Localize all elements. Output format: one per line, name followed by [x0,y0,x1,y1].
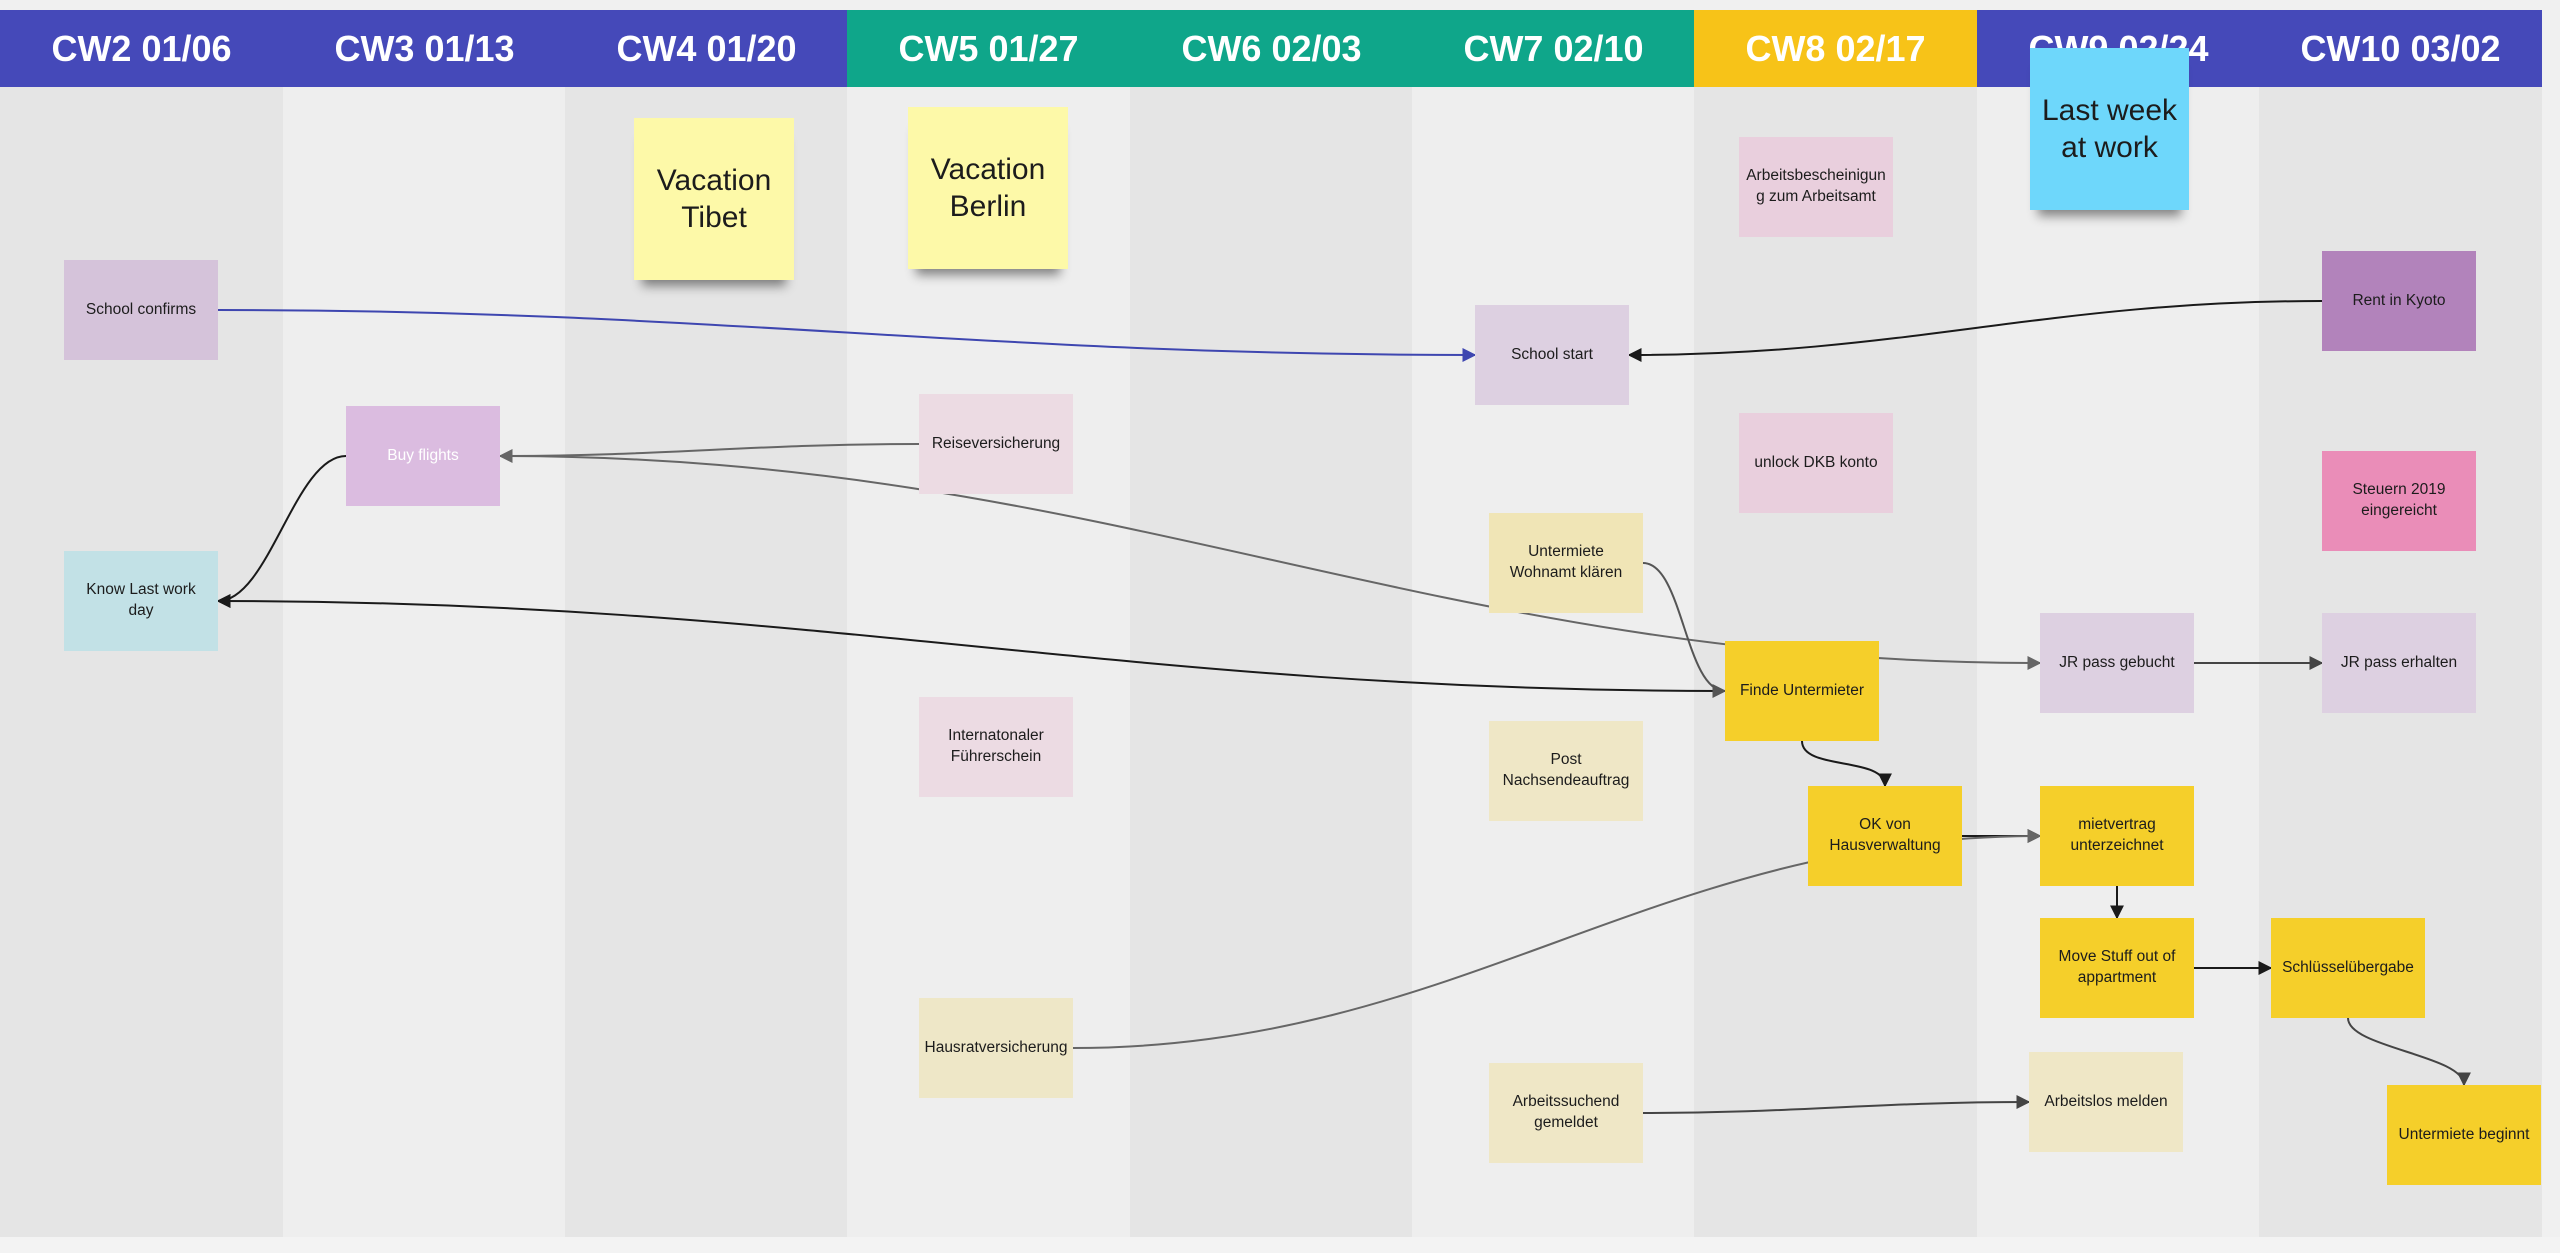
note-steuern-2019[interactable]: Steuern 2019 eingereicht [2322,451,2476,551]
note-buy-flights[interactable]: Buy flights [346,406,500,506]
note-jr-pass-erhalten[interactable]: JR pass erhalten [2322,613,2476,713]
note-mietvertrag-unterzeichnet[interactable]: mietvertrag unterzeichnet [2040,786,2194,886]
note-untermiete-beginnt[interactable]: Untermiete beginnt [2387,1085,2541,1185]
note-internationaler-fuehrerschein[interactable]: Internatonaler Führerschein [919,697,1073,797]
board-bottom-edge [0,1237,2560,1253]
week-header-cw5[interactable]: CW5 01/27 [847,10,1130,87]
sticky-last-week-at-work[interactable]: Last week at work [2030,48,2189,210]
note-reiseversicherung[interactable]: Reiseversicherung [919,394,1073,494]
note-school-start[interactable]: School start [1475,305,1629,405]
note-move-stuff-out[interactable]: Move Stuff out of appartment [2040,918,2194,1018]
week-header-cw4[interactable]: CW4 01/20 [565,10,848,87]
note-ok-von-hausverwaltung[interactable]: OK von Hausverwaltung [1808,786,1962,886]
note-arbeitssuchend-gemeldet[interactable]: Arbeitssuchend gemeldet [1489,1063,1643,1163]
week-header-cw10[interactable]: CW10 03/02 [2259,10,2542,87]
week-column-cw6 [1130,87,1413,1237]
note-unlock-dkb-konto[interactable]: unlock DKB konto [1739,413,1893,513]
week-header-cw8[interactable]: CW8 02/17 [1694,10,1977,87]
note-arbeitsbescheinigung[interactable]: Arbeitsbescheinigun g zum Arbeitsamt [1739,137,1893,237]
sticky-vacation-berlin[interactable]: Vacation Berlin [908,107,1068,269]
note-hausratversicherung[interactable]: Hausratversicherung [919,998,1073,1098]
week-header-cw7[interactable]: CW7 02/10 [1412,10,1695,87]
week-column-cw3 [283,87,566,1237]
note-schluesseluebergabe[interactable]: Schlüsselübergabe [2271,918,2425,1018]
note-school-confirms[interactable]: School confirms [64,260,218,360]
week-header-cw6[interactable]: CW6 02/03 [1130,10,1413,87]
note-untermiete-wohnamt-klaeren[interactable]: Untermiete Wohnamt klären [1489,513,1643,613]
note-finde-untermieter[interactable]: Finde Untermieter [1725,641,1879,741]
note-post-nachsendeauftrag[interactable]: Post Nachsendeauftrag [1489,721,1643,821]
week-header-cw3[interactable]: CW3 01/13 [283,10,566,87]
week-header-cw2[interactable]: CW2 01/06 [0,10,283,87]
note-rent-in-kyoto[interactable]: Rent in Kyoto [2322,251,2476,351]
sticky-vacation-tibet[interactable]: Vacation Tibet [634,118,794,280]
note-jr-pass-gebucht[interactable]: JR pass gebucht [2040,613,2194,713]
note-know-last-work-day[interactable]: Know Last work day [64,551,218,651]
note-arbeitslos-melden[interactable]: Arbeitslos melden [2029,1052,2183,1152]
